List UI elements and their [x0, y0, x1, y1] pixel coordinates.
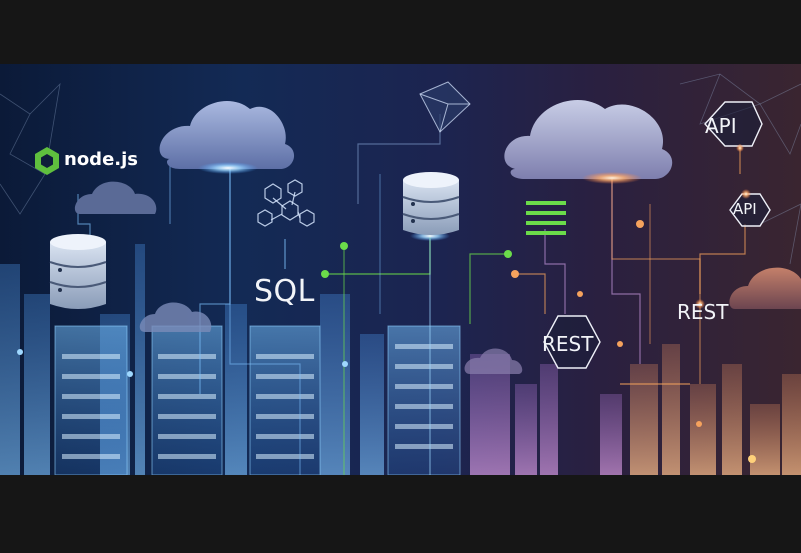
rest-label-right: REST [677, 300, 729, 324]
illustration-scene: node.js SQL REST REST API API [0, 64, 801, 475]
network-node-dots [17, 220, 756, 463]
nodejs-logo-icon [35, 147, 59, 175]
network-graph-icon [257, 179, 315, 227]
api-label-middle: API [733, 200, 757, 218]
glow-effects [198, 162, 642, 241]
cloud-icon [74, 99, 801, 374]
nodejs-label: node.js [64, 149, 138, 170]
server-rack-icon [54, 325, 461, 475]
wireframe-mesh [0, 73, 801, 265]
api-label-top: API [705, 114, 737, 138]
hexagon-icon [543, 101, 771, 369]
database-icon [49, 172, 460, 309]
rest-label-center: REST [542, 332, 594, 356]
crystal-polygon [419, 81, 471, 133]
network-illustration [0, 73, 801, 475]
sql-label: SQL [254, 274, 315, 309]
nodejs-logo: node.js [34, 146, 144, 178]
list-icon [526, 201, 566, 235]
